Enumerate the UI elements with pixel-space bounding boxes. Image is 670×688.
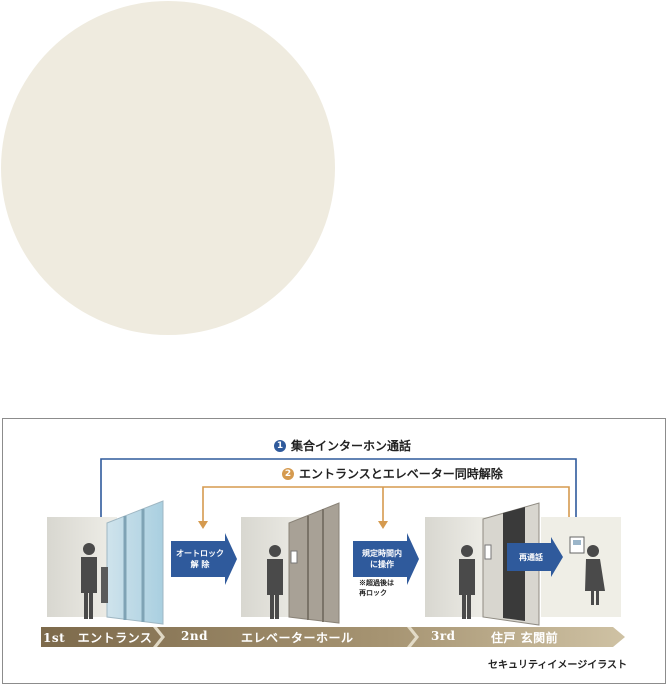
intercom-panel — [101, 567, 108, 603]
call-step-label: 再通話 — [519, 552, 543, 562]
flow2-arrowhead-left — [198, 521, 208, 529]
diagram-graphics — [41, 458, 625, 647]
decorative-circle — [1, 1, 335, 335]
flow1-label: 1 集合インターホン通話 — [274, 437, 411, 454]
operate-step-label: 規定時間内 に操作 — [362, 548, 402, 569]
unlock-arrow — [171, 533, 237, 585]
unlock-step-label: オートロック 解 除 — [176, 548, 224, 569]
flow1-number: 1 — [274, 439, 286, 452]
flow1-text: 集合インターホン通話 — [291, 439, 412, 453]
stage-2-number: 2nd — [181, 629, 208, 643]
flow2-line — [202, 486, 570, 527]
operate-arrow — [353, 533, 419, 585]
door-intercom — [484, 544, 492, 560]
flow2-number: 2 — [282, 467, 294, 480]
person-1 — [81, 543, 97, 619]
person-2 — [267, 545, 283, 619]
stage-band — [41, 627, 625, 647]
flow2-text: エントランスとエレベーター同時解除 — [299, 467, 503, 481]
resident-person — [585, 545, 605, 605]
elevator-button-panel — [290, 550, 298, 564]
residence-wall — [425, 517, 489, 617]
flow2-label: 2 エントランスとエレベーター同時解除 — [282, 465, 503, 482]
flow2-arrowhead-mid — [378, 521, 388, 529]
stage-3-residence: 住戸 玄関前 — [491, 631, 559, 645]
stage-1-entrance: 1st エントランス — [43, 631, 153, 645]
security-diagram: 1 集合インターホン通話 2 エントランスとエレベーター同時解除 オートロック … — [2, 418, 666, 684]
call-arrow — [507, 537, 563, 577]
stage-3-number: 3rd — [431, 629, 456, 643]
stage-2-elevator-hall: エレベーターホール — [241, 631, 354, 645]
entrance-glass-door — [106, 500, 164, 625]
person-3 — [459, 545, 475, 619]
relock-note: ※超過後は 再ロック — [359, 578, 394, 597]
diagram-caption: セキュリティイメージイラスト — [488, 660, 627, 671]
flow1-line — [100, 458, 577, 527]
